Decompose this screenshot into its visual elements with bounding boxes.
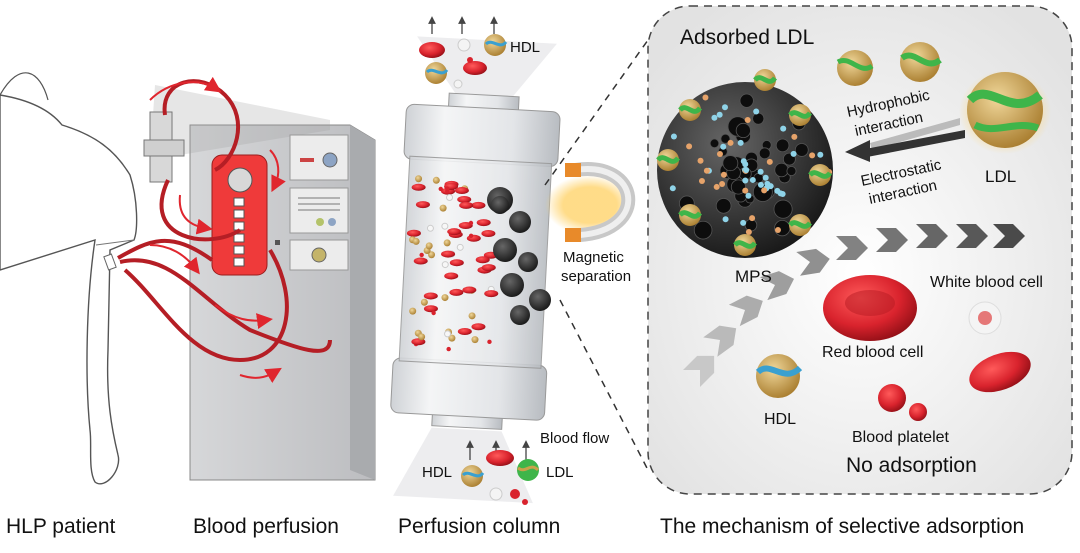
ldl-particles-incoming [836,42,1051,154]
label-white-blood-cell: White blood cell [930,274,1043,291]
caption-patient: HLP patient [6,515,116,538]
label-adsorbed-ldl: Adsorbed LDL [680,26,814,49]
blood-platelets [878,384,927,421]
label-hdl: HDL [764,411,796,428]
white-blood-cell [968,301,1002,335]
caption-column: Perfusion column [398,515,560,538]
outflow-arrows [428,16,498,34]
filter-holder [143,111,185,183]
label-mps: MPS [735,267,772,286]
patient-figure [0,72,138,485]
label-separation: separation [561,268,631,285]
outflow-particles [419,34,508,89]
column-particles [406,175,551,352]
label-ldl: LDL [985,167,1016,186]
label-no-adsorption: No adsorption [846,454,977,477]
caption-perfusion: Blood perfusion [193,515,339,538]
hdl-particle [755,354,803,398]
label-hdl-top: HDL [510,39,540,56]
flow-chevrons [683,224,1025,387]
flow-arrows [149,76,286,383]
interaction-arrows [845,118,965,162]
red-blood-cell-small [969,351,1031,393]
magnet [545,162,636,242]
machine-dial-blue [322,152,338,168]
needle-tape [103,253,117,271]
machine-panel-1 [289,134,349,181]
caption-mechanism: The mechanism of selective adsorption [660,515,1024,538]
label-magnetic: Magnetic [563,249,624,266]
zoom-connectors [544,39,649,471]
label-red-blood-cell: Red blood cell [822,344,923,361]
label-ldl-bottom: LDL [546,464,574,481]
perfusion-machine [150,85,376,481]
label-blood-flow: Blood flow [540,430,609,447]
inflow-particles [461,450,540,505]
label-hdl-bottom: HDL [422,464,452,481]
perfusion-column [390,36,561,504]
label-blood-platelet: Blood platelet [852,429,950,446]
text-labels: HLP patient Blood perfusion Perfusion co… [6,26,1043,538]
blood-tubing [117,79,332,363]
red-blood-cell-large [823,275,917,341]
mps-particle [656,69,833,258]
